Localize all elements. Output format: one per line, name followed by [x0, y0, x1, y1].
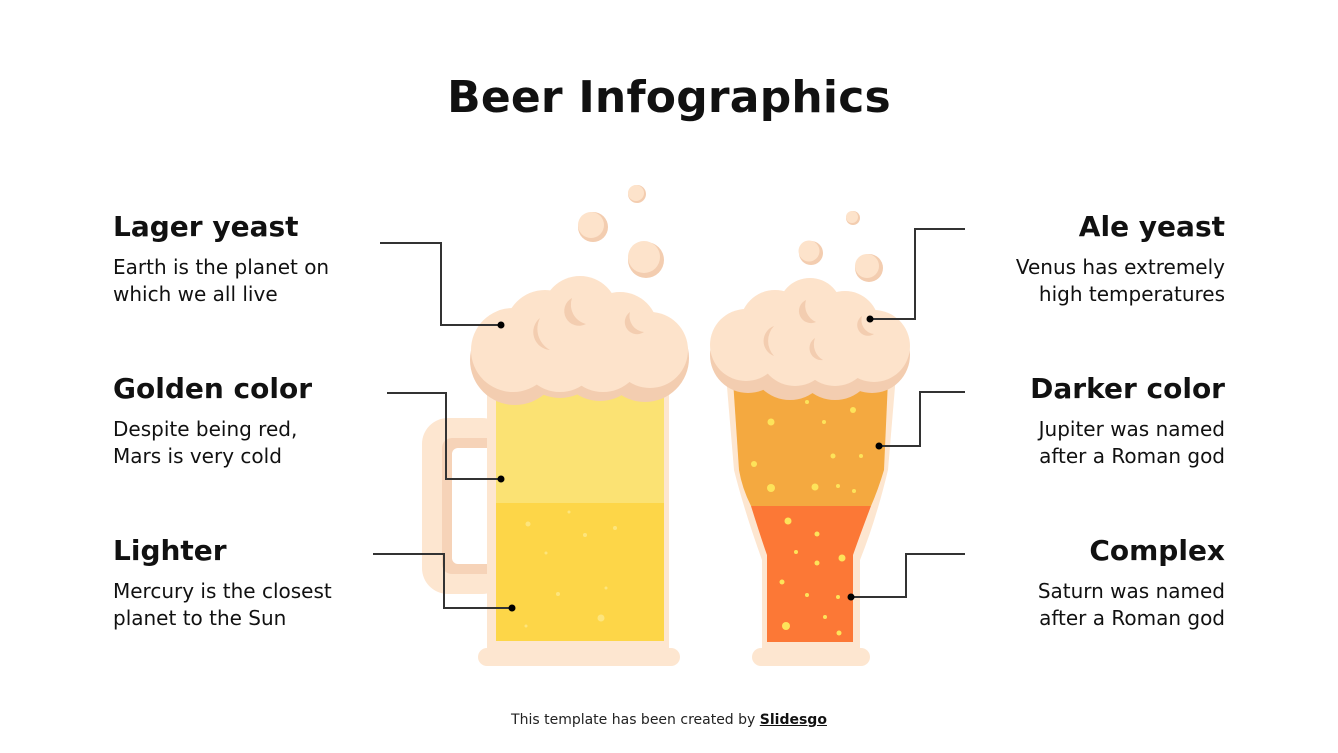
callout-heading: Complex [1089, 534, 1225, 567]
callout-heading: Darker color [1030, 372, 1225, 405]
connector-ale-yeast [870, 228, 965, 320]
callout-heading: Lager yeast [113, 210, 299, 243]
connector-lager-yeast [380, 242, 501, 326]
connector-darker-color [879, 391, 965, 447]
callout-heading: Golden color [113, 372, 313, 405]
beer-mug-icon [422, 185, 689, 666]
connector-complex [851, 553, 965, 598]
credit-text: This template has been created by [511, 712, 760, 728]
slide-title: Beer Infographics [447, 72, 891, 123]
callout-heading: Lighter [113, 534, 227, 567]
callout-golden-color: Golden color Despite being red,Mars is v… [113, 372, 413, 469]
slidesgo-link[interactable]: Slidesgo [759, 712, 827, 728]
connector-dots [497, 315, 883, 612]
beer-glass-icon [710, 211, 910, 666]
callout-description: Despite being red,Mars is very cold [113, 417, 298, 468]
connector-golden-color [387, 392, 501, 480]
callout-heading: Ale yeast [1078, 210, 1225, 243]
connector-lighter [373, 553, 512, 609]
credit-footer: This template has been created by Slides… [0, 712, 1338, 728]
connector-lines [373, 228, 965, 609]
